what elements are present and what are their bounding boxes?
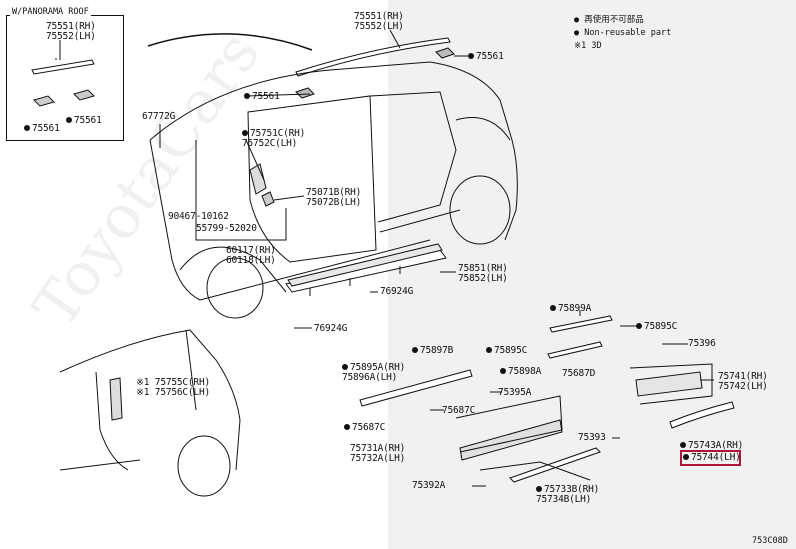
roof-moulding (147, 33, 455, 99)
part-label-75561-inset-b[interactable]: 75561 (66, 116, 102, 126)
pillar-callout-box (195, 140, 287, 241)
car-body-outline (149, 61, 518, 319)
part-label-75687c-b[interactable]: 75687C (344, 423, 385, 433)
inset-roof-moulding (31, 58, 95, 107)
part-label-75895c-a[interactable]: 75895C (636, 322, 677, 332)
leader-lines (59, 29, 714, 487)
part-label-90467[interactable]: 90467-10162 (168, 211, 229, 222)
part-label-76924g-b[interactable]: 76924G (314, 323, 348, 334)
legend-item: ● Non-reusable part (574, 28, 672, 38)
non-reusable-dot-icon (244, 93, 250, 99)
non-reusable-dot-icon (412, 347, 418, 353)
part-label-75393[interactable]: 75393 (578, 432, 606, 443)
non-reusable-dot-icon (24, 125, 30, 131)
part-label-75395a[interactable]: 75395A (498, 387, 532, 398)
non-reusable-dot-icon (344, 424, 350, 430)
background-shade (388, 0, 796, 549)
part-label-75731a[interactable]: 75731A(RH) 75732A(LH) (350, 443, 406, 464)
non-reusable-dot-icon (468, 53, 474, 59)
legend-item: ● 再使用不可部品 (574, 15, 644, 25)
highlighted-part-box (680, 450, 741, 466)
lower-mouldings (359, 315, 735, 483)
non-reusable-dot-icon (550, 305, 556, 311)
part-label-75687d[interactable]: 75687D (562, 368, 596, 379)
part-label-75744[interactable]: 75744(LH) (683, 453, 741, 463)
rocker-moulding (285, 243, 447, 296)
part-label-75898a[interactable]: 75898A (500, 367, 541, 377)
part-label-75392a[interactable]: 75392A (412, 480, 446, 491)
part-label-75551-top[interactable]: 75551(RH) 75552(LH) (354, 11, 404, 32)
illustration-code: 753C08D (752, 536, 788, 546)
part-label-75561-roof-right[interactable]: 75561 (468, 52, 504, 62)
part-label-55799[interactable]: 55799-52020 (196, 223, 257, 234)
part-label-75751c[interactable]: 75751C(RH) 75752C(LH) (242, 128, 306, 149)
non-reusable-dot-icon (680, 442, 686, 448)
part-label-75733b[interactable]: 75733B(RH) 75734B(LH) (536, 484, 600, 505)
part-label-75561-roof-left[interactable]: 75561 (244, 92, 280, 102)
non-reusable-dot-icon (636, 323, 642, 329)
part-label-75895a[interactable]: 75895A(RH) 75896A(LH) (342, 362, 406, 383)
part-label-75551-inset[interactable]: 75551(RH) 75552(LH) (46, 21, 96, 42)
part-label-75851[interactable]: 75851(RH) 75852(LH) (458, 263, 508, 284)
part-label-75741[interactable]: 75741(RH) 75742(LH) (718, 371, 768, 392)
part-label-75897b[interactable]: 75897B (412, 346, 453, 356)
non-reusable-dot-icon (342, 364, 348, 370)
legend: ● 再使用不可部品 ● Non-reusable part ※1 3D (574, 14, 671, 53)
part-label-75071b[interactable]: 75071B(RH) 75072B(LH) (306, 187, 362, 208)
part-label-75396[interactable]: 75396 (688, 338, 716, 349)
rear-car-outline (59, 329, 241, 497)
non-reusable-dot-icon (242, 130, 248, 136)
part-label-75687c-a[interactable]: 75687C (442, 405, 476, 416)
part-label-75561-inset-a[interactable]: 75561 (24, 124, 60, 134)
part-label-67772g[interactable]: 67772G (142, 111, 176, 122)
legend-item: ※1 3D (574, 41, 602, 51)
inset-title: W/PANORAMA ROOF (10, 7, 91, 17)
non-reusable-dot-icon (536, 486, 542, 492)
part-label-75755c[interactable]: ※1 75755C(RH) ※1 75756C(LH) (136, 377, 210, 398)
non-reusable-dot-icon (66, 117, 72, 123)
part-label-76924g-a[interactable]: 76924G (380, 286, 414, 297)
part-label-60117[interactable]: 60117(RH) 60118(LH) (226, 245, 276, 266)
part-label-75743a[interactable]: 75743A(RH) (680, 441, 743, 451)
part-label-75895c-b[interactable]: 75895C (486, 346, 527, 356)
non-reusable-dot-icon (683, 454, 689, 460)
part-label-75899a[interactable]: 75899A (550, 304, 591, 314)
non-reusable-dot-icon (486, 347, 492, 353)
non-reusable-dot-icon (500, 368, 506, 374)
